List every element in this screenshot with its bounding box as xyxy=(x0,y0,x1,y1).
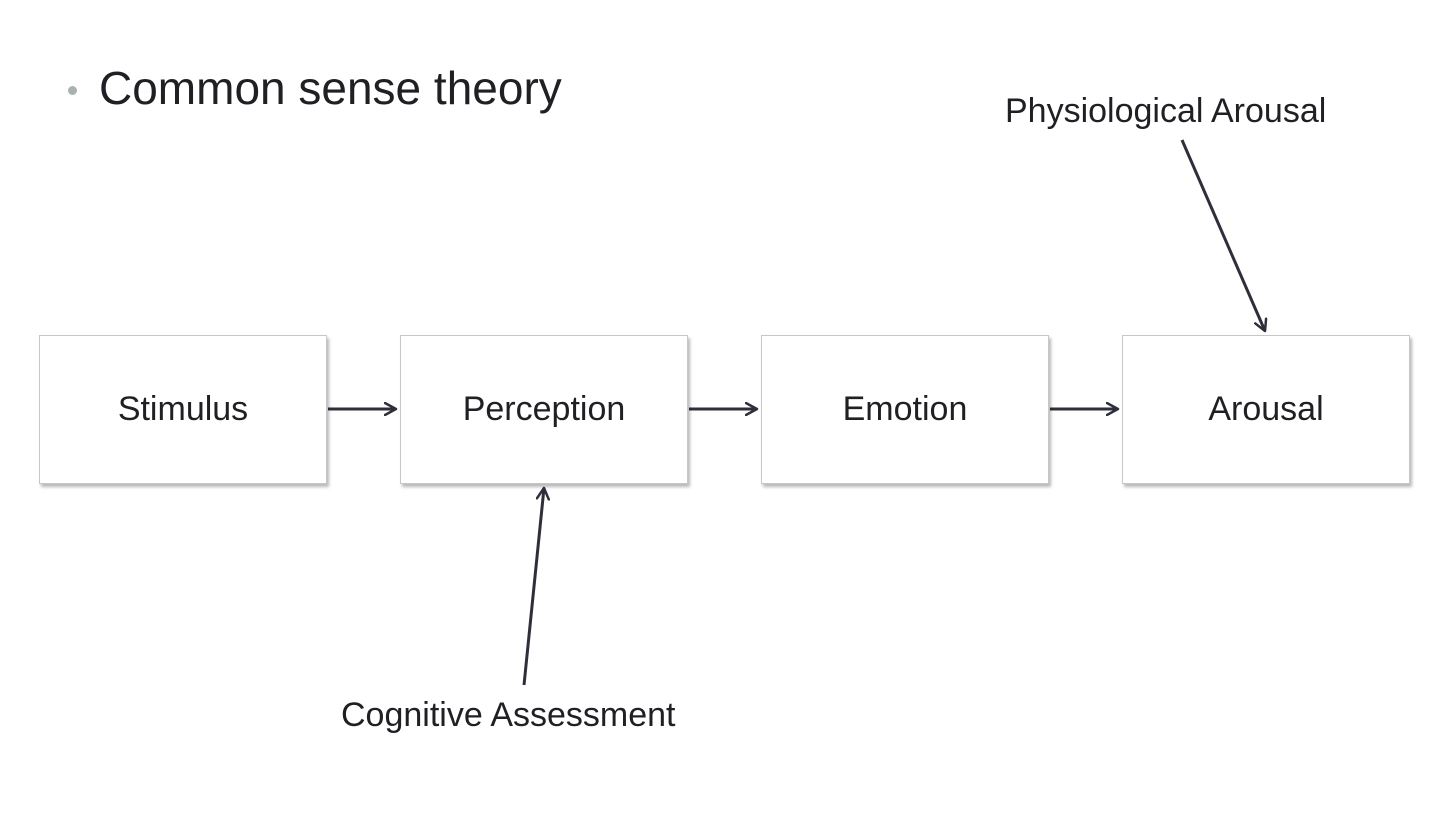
slide-title: Common sense theory xyxy=(99,62,562,114)
arousal-label: Arousal xyxy=(1208,390,1324,428)
bullet-icon xyxy=(68,85,77,95)
arrow-physiological-to-arousal xyxy=(1180,139,1265,331)
arousal-box: Arousal xyxy=(1122,335,1410,484)
arrow-cognitive-to-perception xyxy=(522,488,544,686)
title-row: Common sense theory xyxy=(68,58,562,118)
emotion-box: Emotion xyxy=(761,335,1049,484)
perception-box: Perception xyxy=(400,335,688,484)
stimulus-box: Stimulus xyxy=(39,335,327,484)
perception-label: Perception xyxy=(462,390,626,428)
cognitive-assessment-label: Cognitive Assessment xyxy=(341,696,676,734)
emotion-label: Emotion xyxy=(842,390,968,428)
stimulus-label: Stimulus xyxy=(117,390,249,428)
physiological-arousal-label: Physiological Arousal xyxy=(1005,92,1327,130)
